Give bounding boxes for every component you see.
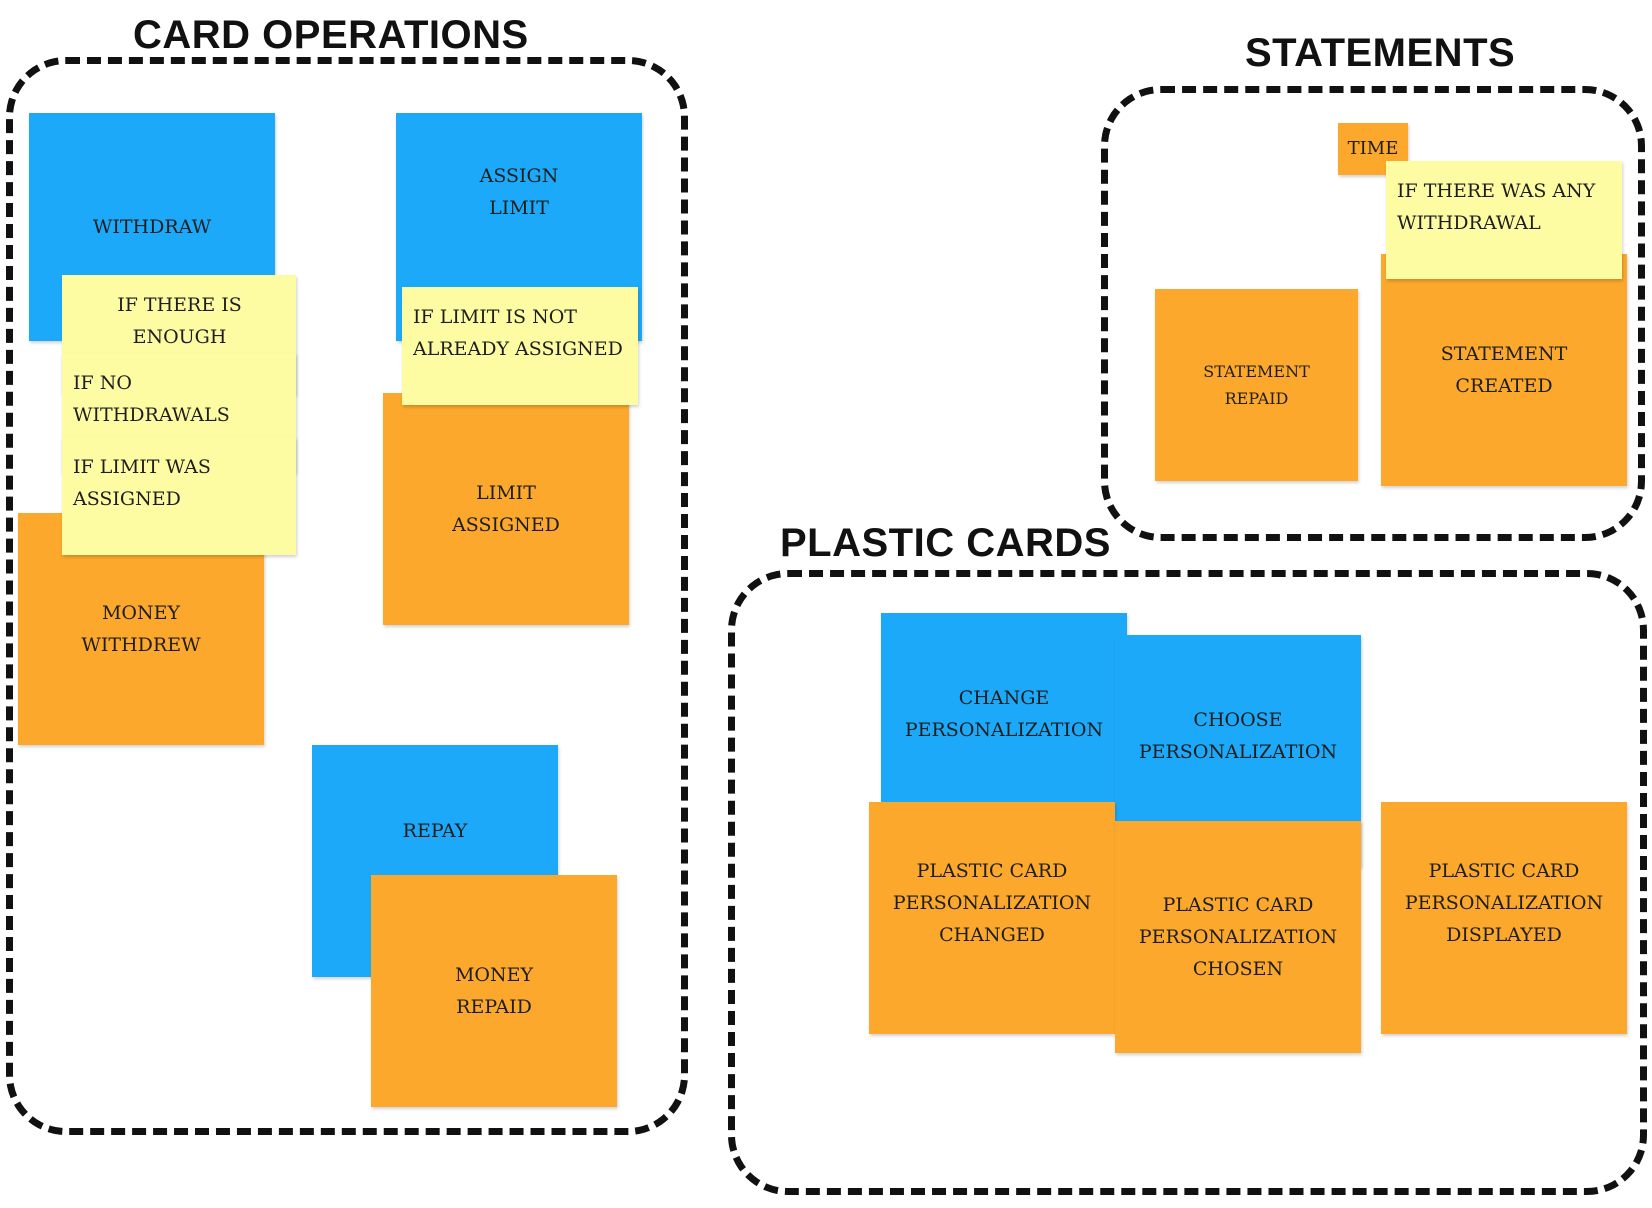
personalization-displayed-event[interactable]: PLASTIC CARD PERSONALIZATION DISPLAYED: [1381, 802, 1627, 1034]
money-repaid-event[interactable]: MONEY REPAID: [371, 875, 617, 1107]
statement-created-event[interactable]: STATEMENT CREATED: [1381, 254, 1627, 486]
statement-repaid-event[interactable]: STATEMENT REPAID: [1155, 289, 1358, 481]
any-withdrawal-policy[interactable]: IF THERE WAS ANY WITHDRAWAL: [1386, 161, 1622, 279]
limit-not-assigned-policy[interactable]: IF LIMIT IS NOT ALREADY ASSIGNED: [402, 287, 638, 405]
plastic-cards-frame: [728, 570, 1647, 1195]
statements-frame: [1101, 86, 1645, 541]
personalization-chosen-event[interactable]: PLASTIC CARD PERSONALIZATION CHOSEN: [1115, 821, 1361, 1053]
personalization-changed-event[interactable]: PLASTIC CARD PERSONALIZATION CHANGED: [869, 802, 1115, 1034]
statements-title: STATEMENTS: [1245, 31, 1516, 75]
card-operations-frame: [6, 57, 688, 1135]
plastic-cards-title: PLASTIC CARDS: [780, 521, 1111, 565]
card-operations-title: CARD OPERATIONS: [133, 13, 529, 57]
limit-was-assigned-policy[interactable]: IF LIMIT WAS ASSIGNED: [62, 437, 296, 555]
limit-assigned-event[interactable]: LIMIT ASSIGNED: [383, 393, 629, 625]
